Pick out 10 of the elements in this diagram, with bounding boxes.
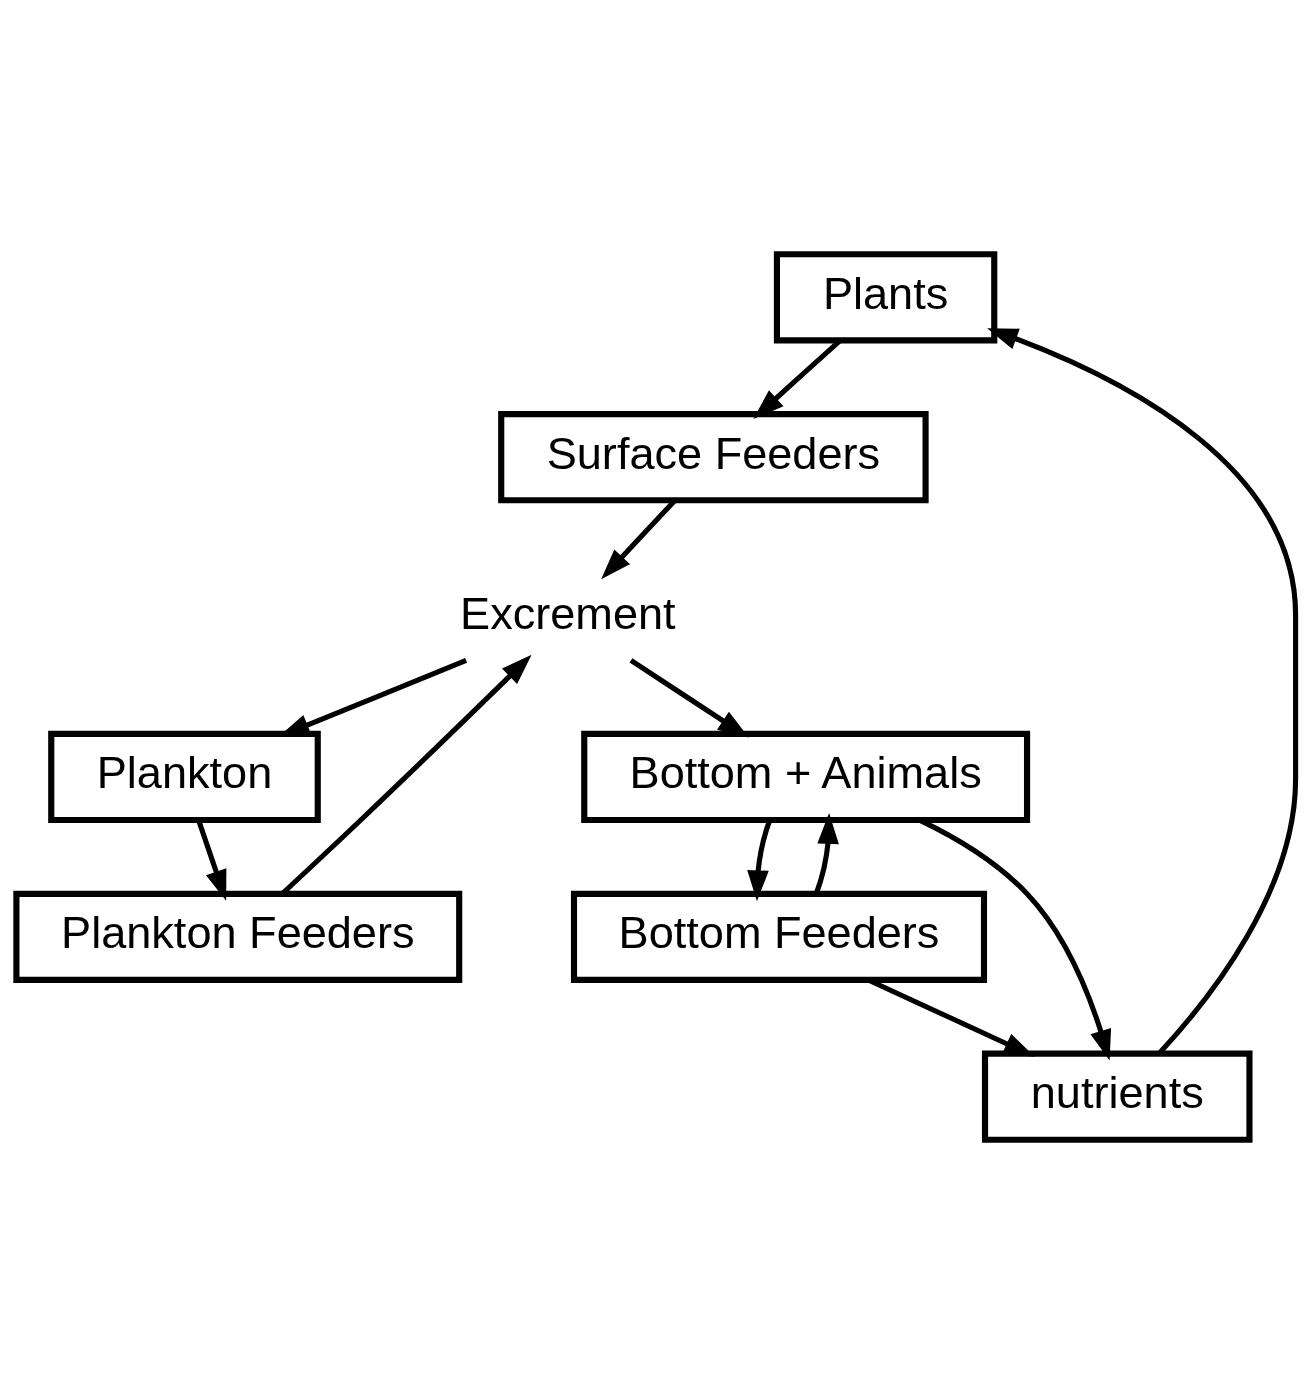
node-box: Bottom + Animals bbox=[581, 730, 1031, 824]
node-box: Plankton Feeders bbox=[13, 890, 463, 983]
node-box: nutrients bbox=[981, 1050, 1253, 1143]
node-text: Excrement bbox=[460, 587, 676, 639]
node-box: Plankton bbox=[48, 730, 321, 824]
arrow bbox=[987, 328, 1299, 1055]
node-box: Bottom Feeders bbox=[570, 890, 988, 983]
node-box: Plants bbox=[773, 251, 998, 344]
arrow bbox=[629, 658, 749, 738]
node-box: Surface Feeders bbox=[498, 411, 929, 504]
